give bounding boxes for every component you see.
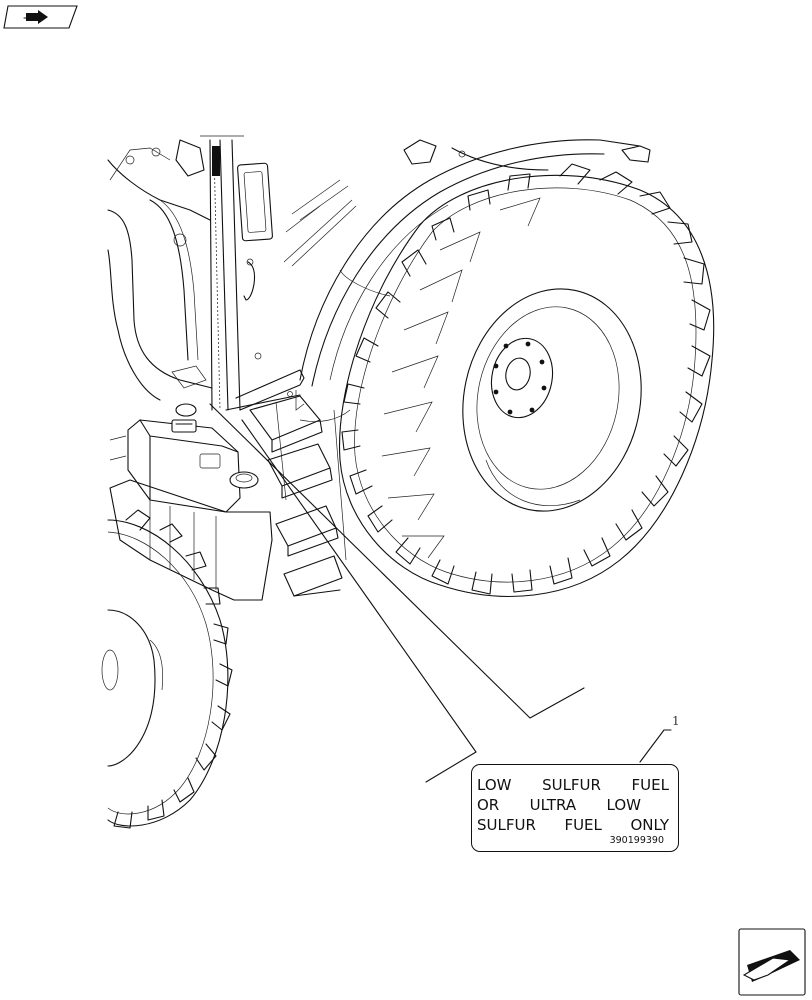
- decal-part-number: 390199390: [609, 835, 664, 846]
- cab-glass-lines: [283, 179, 357, 267]
- decal-word: LOW: [477, 776, 512, 794]
- decal-word: OR: [477, 796, 500, 814]
- decal-word: ULTRA: [529, 796, 577, 814]
- decal-word: FUEL: [631, 776, 669, 794]
- decal-word: SULFUR: [477, 816, 536, 834]
- book-arrow-icon[interactable]: [3, 5, 78, 29]
- callout-number: 1: [672, 714, 680, 728]
- rear-rim: [462, 288, 642, 512]
- cab-steps: [249, 395, 347, 597]
- tractor-body: [107, 139, 213, 401]
- fuel-decal: LOW SULFUR FUEL OR ULTRA LOW SULFUR FUEL…: [471, 764, 679, 852]
- rear-tire: [338, 163, 715, 597]
- leader-lines: [209, 403, 672, 783]
- arrow-next-icon[interactable]: [738, 928, 806, 996]
- decal-word: ONLY: [630, 816, 669, 834]
- decal-word: SULFUR: [542, 776, 601, 794]
- detail-lines: [109, 390, 351, 461]
- cab-frame: [200, 135, 305, 411]
- decal-word: FUEL: [564, 816, 602, 834]
- front-tire: [101, 509, 233, 829]
- decal-line-3: SULFUR FUEL ONLY: [477, 816, 669, 834]
- decal-line-1: LOW SULFUR FUEL: [477, 776, 669, 794]
- tractor-illustration: [101, 135, 715, 829]
- rear-fender: [299, 139, 651, 387]
- decal-line-2: OR ULTRA LOW: [477, 796, 669, 814]
- fuel-tank: [109, 403, 273, 601]
- decal-word: LOW: [606, 796, 641, 814]
